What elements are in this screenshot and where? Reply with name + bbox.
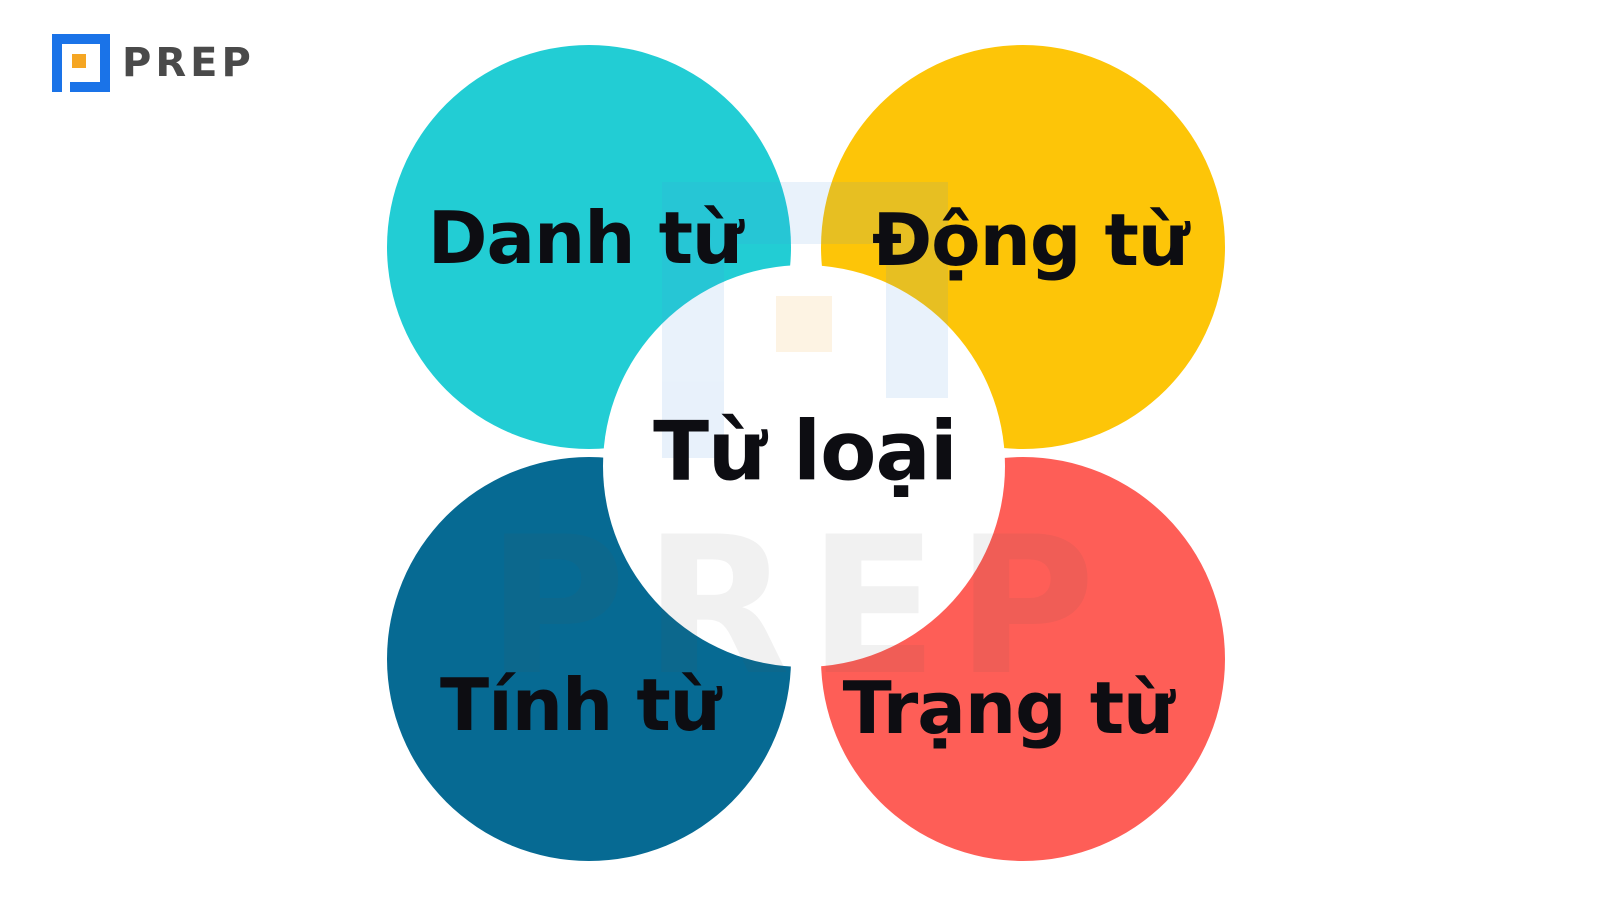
- label-noun: Danh từ: [427, 196, 744, 280]
- label-adverb: Trạng từ: [842, 666, 1175, 750]
- label-center: Từ loại: [653, 404, 958, 500]
- label-adjective: Tính từ: [439, 663, 721, 747]
- brand-name: PREP: [122, 40, 255, 86]
- circle-center: [603, 265, 1005, 667]
- prep-logo-icon: [52, 34, 110, 92]
- label-verb: Động từ: [871, 198, 1189, 282]
- brand-logo[interactable]: PREP: [52, 34, 255, 92]
